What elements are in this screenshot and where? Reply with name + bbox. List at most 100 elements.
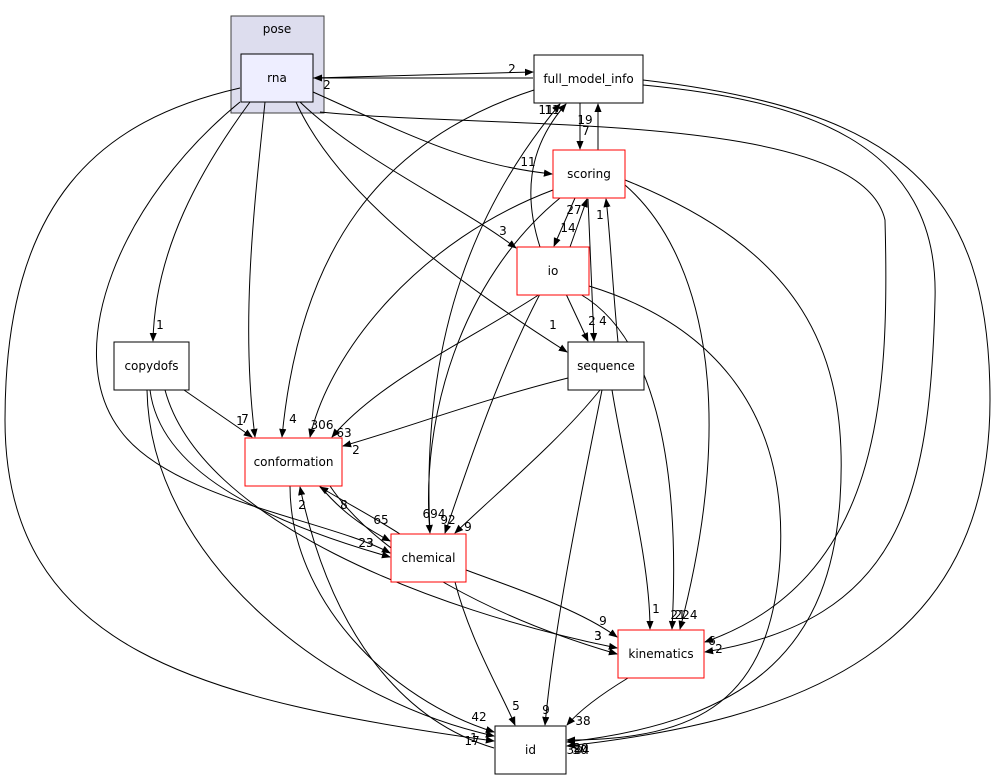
edge-label-rna-to-scoring[interactable]: 11: [520, 155, 535, 169]
node-scoring-label: scoring: [567, 167, 611, 181]
edge-scoring-to-id[interactable]: [566, 179, 842, 745]
edge-label-rna-to-full_model_info[interactable]: 2: [508, 62, 516, 76]
node-sequence[interactable]: sequence: [567, 341, 645, 391]
edge-id-to-conformation[interactable]: [298, 486, 495, 749]
edge-label-scoring-to-io[interactable]: 14: [560, 221, 575, 235]
edge-rna-to-id[interactable]: [4, 87, 495, 744]
edge-label-io-to-sequence[interactable]: 2: [588, 314, 596, 328]
edge-label-io-to-conformation[interactable]: 63: [336, 426, 351, 440]
edge-label-sequence-to-scoring[interactable]: 1: [596, 208, 604, 222]
edge-conformation-to-kinematics[interactable]: [329, 485, 618, 656]
edge-rna-to-chemical[interactable]: [96, 101, 391, 554]
node-copydofs-box: [113, 341, 190, 391]
edge-chemical-to-full_model_info[interactable]: [428, 103, 561, 534]
edge-full_model_info-to-id[interactable]: [566, 79, 991, 749]
edge-sequence-to-kinematics[interactable]: [611, 389, 654, 630]
edge-chemical-to-conformation[interactable]: [319, 486, 401, 535]
edge-label-io-to-chemical[interactable]: 92: [440, 513, 455, 527]
edge-io-to-full_model_info[interactable]: [530, 103, 567, 248]
edge-label-io-to-id[interactable]: 20: [573, 741, 588, 755]
edge-full_model_info-to-conformation[interactable]: [279, 89, 535, 438]
node-copydofs[interactable]: copydofs: [113, 341, 190, 391]
edge-label-copydofs-to-chemical[interactable]: 3: [366, 536, 374, 550]
edge-rna-to-sequence[interactable]: [295, 101, 568, 353]
edge-label-full_model_info-to-kinematics[interactable]: 2: [715, 642, 723, 656]
edge-copydofs-to-chemical[interactable]: [149, 389, 391, 559]
edge-label-kinematics-to-id[interactable]: 38: [575, 714, 590, 728]
edge-label-chemical-to-kinematics[interactable]: 9: [599, 614, 607, 628]
edge-rna-to-kinematics[interactable]: [319, 111, 887, 643]
edge-label-conformation-to-kinematics[interactable]: 3: [594, 629, 602, 643]
edge-io-to-chemical[interactable]: [444, 293, 541, 534]
edge-scoring-to-io[interactable]: [553, 197, 576, 247]
edge-label-rna-to-conformation[interactable]: 7: [241, 412, 249, 426]
edge-label-rna-to-id[interactable]: 17: [464, 734, 479, 748]
edge-label-copydofs-to-conformation[interactable]: 1: [236, 414, 244, 428]
edge-copydofs-to-conformation[interactable]: [183, 389, 253, 438]
edge-io-to-id[interactable]: [566, 285, 782, 744]
node-io[interactable]: io: [516, 246, 590, 296]
edge-label-rna-to-kinematics[interactable]: 6: [708, 634, 716, 648]
edge-label-sequence-to-kinematics[interactable]: 1: [652, 602, 660, 616]
node-chemical[interactable]: chemical: [390, 533, 467, 583]
edge-label-scoring-to-chemical[interactable]: 694: [423, 507, 446, 521]
edge-io-to-sequence[interactable]: [565, 293, 589, 342]
edge-conformation-to-id[interactable]: [289, 485, 495, 734]
edge-label-rna-to-sequence[interactable]: 1: [549, 318, 557, 332]
edge-label-conformation-to-id[interactable]: 42: [471, 710, 486, 724]
node-rna[interactable]: rna: [240, 53, 314, 103]
edge-full_model_info-to-kinematics[interactable]: [642, 84, 936, 655]
edge-label-scoring-to-id[interactable]: 384: [567, 743, 590, 757]
edge-scoring-to-conformation[interactable]: [308, 189, 554, 438]
edge-label-rna-to-io[interactable]: 3: [499, 224, 507, 238]
edge-label-scoring-to-sequence[interactable]: 4: [599, 314, 607, 328]
edge-label-rna-to-chemical[interactable]: 23: [358, 536, 373, 550]
node-id[interactable]: id: [494, 725, 567, 775]
edge-chemical-to-kinematics[interactable]: [465, 569, 618, 638]
edge-label-scoring-to-full_model_info[interactable]: 19: [577, 113, 592, 127]
edge-sequence-to-id[interactable]: [542, 389, 603, 726]
node-scoring[interactable]: scoring: [552, 149, 626, 199]
edge-rna-to-scoring[interactable]: [312, 91, 553, 177]
edge-copydofs-to-kinematics[interactable]: [164, 389, 618, 650]
edge-label-conformation-to-chemical[interactable]: 65: [373, 513, 388, 527]
edge-sequence-to-scoring[interactable]: [603, 198, 619, 343]
edge-label-id-to-conformation[interactable]: 2: [298, 498, 306, 512]
edge-label-scoring-to-kinematics[interactable]: 224: [675, 608, 698, 622]
edge-rna-to-copydofs[interactable]: [149, 101, 251, 342]
edge-io-to-scoring[interactable]: [569, 198, 588, 248]
edge-label-rna-to-copydofs[interactable]: 1: [156, 318, 164, 332]
edge-label-sequence-to-id[interactable]: 9: [542, 703, 550, 717]
edge-io-to-conformation[interactable]: [331, 293, 541, 438]
node-kinematics[interactable]: kinematics: [617, 629, 705, 679]
edge-rna-to-full_model_info[interactable]: [312, 68, 534, 79]
edge-label-sequence-to-conformation[interactable]: 2: [352, 443, 360, 457]
edge-label-io-to-kinematics[interactable]: 21: [670, 608, 685, 622]
edge-copydofs-to-id[interactable]: [146, 389, 495, 738]
edge-label-chemical-to-full_model_info[interactable]: 11: [544, 103, 559, 117]
edge-scoring-to-kinematics[interactable]: [624, 184, 710, 630]
edge-label-io-to-scoring[interactable]: 27: [566, 203, 581, 217]
edge-label-full_model_info-to-id[interactable]: 30: [572, 743, 587, 757]
edge-label-io-to-full_model_info[interactable]: 11: [538, 103, 553, 117]
edge-rna-to-conformation[interactable]: [248, 101, 266, 438]
edge-sequence-to-chemical[interactable]: [454, 389, 601, 534]
edge-label-full_model_info-to-scoring[interactable]: 7: [582, 124, 590, 138]
edge-scoring-to-chemical[interactable]: [425, 197, 561, 534]
edge-sequence-to-conformation[interactable]: [342, 377, 569, 448]
edge-kinematics-to-id[interactable]: [566, 677, 629, 726]
edge-io-to-kinematics[interactable]: [579, 293, 677, 630]
edge-label-full_model_info-to-rna[interactable]: 2: [323, 78, 331, 92]
edge-label-full_model_info-to-conformation[interactable]: 4: [289, 412, 297, 426]
edge-label-scoring-to-conformation[interactable]: 306: [311, 418, 334, 432]
edge-label-copydofs-to-kinematics[interactable]: 3: [594, 629, 602, 643]
edge-scoring-to-sequence[interactable]: [587, 198, 598, 342]
edge-label-copydofs-to-id[interactable]: 1: [470, 731, 478, 745]
edge-rna-to-io[interactable]: [299, 101, 517, 249]
edge-chemical-to-id[interactable]: [454, 581, 516, 726]
node-full_model_info[interactable]: full_model_info: [533, 54, 644, 104]
edge-label-sequence-to-chemical[interactable]: 9: [464, 520, 472, 534]
edge-label-chemical-to-id[interactable]: 5: [512, 699, 520, 713]
edge-label-chemical-to-conformation[interactable]: 8: [340, 498, 348, 512]
node-conformation[interactable]: conformation: [244, 437, 343, 487]
